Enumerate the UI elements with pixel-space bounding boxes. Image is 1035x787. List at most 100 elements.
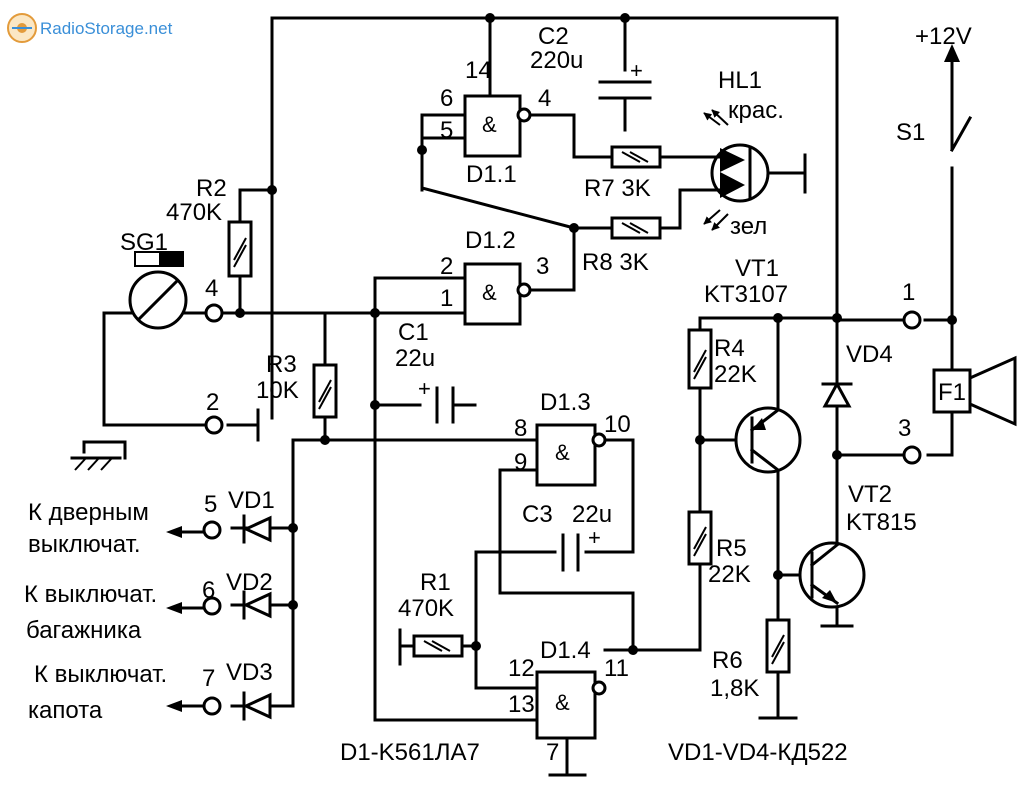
d11-name: D1.1 bbox=[466, 161, 517, 188]
resistor-r6 bbox=[765, 618, 791, 674]
terminal-3-label: 3 bbox=[898, 415, 911, 442]
resistor-r5 bbox=[687, 510, 713, 566]
capacitor-c3: + bbox=[561, 525, 601, 572]
gate-d1-3: & bbox=[535, 423, 607, 487]
r5-value: 22K bbox=[708, 561, 751, 588]
terminal-6-label: 6 bbox=[202, 577, 215, 604]
wires bbox=[82, 16, 954, 777]
resistor-r8 bbox=[610, 216, 662, 240]
terminal-3 bbox=[902, 445, 922, 465]
diode-vd4 bbox=[821, 380, 853, 408]
d11-vcc-pin: 14 bbox=[465, 57, 492, 84]
d13-pin-out: 10 bbox=[604, 411, 631, 438]
terminal-6 bbox=[202, 596, 222, 616]
sensor-sg1 bbox=[128, 251, 188, 330]
supply-label: +12V bbox=[915, 23, 972, 50]
d11-pin-out: 4 bbox=[538, 85, 551, 112]
r6-name: R6 bbox=[712, 647, 743, 674]
input-arrows bbox=[166, 526, 182, 712]
r1-name: R1 bbox=[420, 569, 451, 596]
terminal-7 bbox=[202, 696, 222, 716]
s1-label: S1 bbox=[896, 119, 925, 146]
d12-pin-in-a: 2 bbox=[440, 253, 453, 280]
vd2-line2: багажника bbox=[26, 617, 142, 644]
c3-value: 22u bbox=[572, 501, 612, 528]
terminal-4-label: 4 bbox=[205, 275, 218, 302]
terminal-5-label: 5 bbox=[204, 491, 217, 518]
ground-symbol bbox=[70, 456, 122, 471]
d12-pin-out: 3 bbox=[536, 253, 549, 280]
r2-value: 470K bbox=[166, 199, 222, 226]
vd3-line1: К выключат. bbox=[34, 661, 167, 688]
terminal-2 bbox=[204, 415, 224, 435]
gate-d1-2-symbol: & bbox=[482, 280, 497, 305]
gate-d1-3-symbol: & bbox=[555, 440, 570, 465]
vd2-line1: К выключат. bbox=[24, 581, 157, 608]
d13-name: D1.3 bbox=[540, 389, 591, 416]
gate-d1-4-symbol: & bbox=[555, 690, 570, 715]
resistor-r4 bbox=[687, 328, 713, 390]
c2-name: C2 bbox=[538, 23, 569, 50]
vd3-line2: капота bbox=[28, 697, 103, 724]
logo-text: RadioStorage.net bbox=[40, 19, 173, 38]
svg-text:+: + bbox=[588, 525, 601, 550]
terminal-7-label: 7 bbox=[202, 665, 215, 692]
f1-name: F1 bbox=[938, 379, 966, 406]
hl1-red: крас. bbox=[728, 97, 784, 124]
vd1-name: VD1 bbox=[228, 487, 275, 514]
d13-pin-in-a: 8 bbox=[514, 415, 527, 442]
r3-value: 10K bbox=[256, 377, 299, 404]
vd1-line2: выключат. bbox=[28, 531, 141, 558]
terminal-1 bbox=[902, 310, 922, 330]
d14-pin-in-b: 13 bbox=[508, 691, 535, 718]
r8-label: R8 3K bbox=[582, 249, 649, 276]
r6-value: 1,8K bbox=[710, 675, 759, 702]
junction-dots bbox=[235, 13, 957, 655]
transistor-vt2 bbox=[798, 541, 866, 609]
vt1-name: VT1 bbox=[735, 255, 779, 282]
terminal-5 bbox=[202, 520, 222, 540]
resistor-r1 bbox=[412, 634, 464, 658]
c1-name: C1 bbox=[398, 319, 429, 346]
resistor-r7 bbox=[610, 145, 662, 169]
d11-pin-in-a: 6 bbox=[440, 85, 453, 112]
r7-label: R7 3K bbox=[584, 175, 651, 202]
c3-name: C3 bbox=[522, 501, 553, 528]
vd4-name: VD4 bbox=[846, 341, 893, 368]
transistor-vt1 bbox=[734, 406, 802, 474]
d14-pin-out: 11 bbox=[604, 655, 629, 682]
r4-name: R4 bbox=[714, 335, 745, 362]
vt1-type: KT3107 bbox=[704, 281, 788, 308]
svg-text:+: + bbox=[418, 376, 431, 401]
vd3-name: VD3 bbox=[226, 659, 273, 686]
d13-pin-in-b: 9 bbox=[514, 449, 527, 476]
d11-pin-in-b: 5 bbox=[440, 117, 453, 144]
diodes-note: VD1-VD4-КД522 bbox=[668, 739, 848, 766]
r3-name: R3 bbox=[266, 351, 297, 378]
r4-value: 22K bbox=[714, 361, 757, 388]
c1-value: 22u bbox=[395, 345, 435, 372]
led-hl1 bbox=[703, 109, 770, 231]
r2-name: R2 bbox=[196, 175, 227, 202]
d14-gnd-pin: 7 bbox=[546, 739, 559, 766]
logo-icon bbox=[7, 13, 37, 43]
c2-value: 220u bbox=[530, 47, 583, 74]
gate-d1-4: & bbox=[535, 670, 607, 740]
terminal-2-label: 2 bbox=[206, 389, 219, 416]
hl1-name: HL1 bbox=[718, 67, 762, 94]
sg1-name: SG1 bbox=[120, 229, 168, 256]
gate-d1-1: & bbox=[463, 94, 532, 158]
diode-vd1 bbox=[242, 514, 272, 544]
d14-name: D1.4 bbox=[540, 637, 591, 664]
d12-name: D1.2 bbox=[465, 227, 516, 254]
terminals bbox=[202, 303, 922, 716]
terminal-4 bbox=[204, 303, 224, 323]
gate-d1-2: & bbox=[463, 262, 532, 326]
site-logo[interactable]: RadioStorage.net bbox=[7, 13, 173, 43]
resistor-r2 bbox=[227, 220, 253, 278]
r1-value: 470K bbox=[398, 595, 454, 622]
d12-pin-in-b: 1 bbox=[440, 285, 453, 312]
vt2-name: VT2 bbox=[848, 481, 892, 508]
s1-switch bbox=[949, 115, 973, 153]
